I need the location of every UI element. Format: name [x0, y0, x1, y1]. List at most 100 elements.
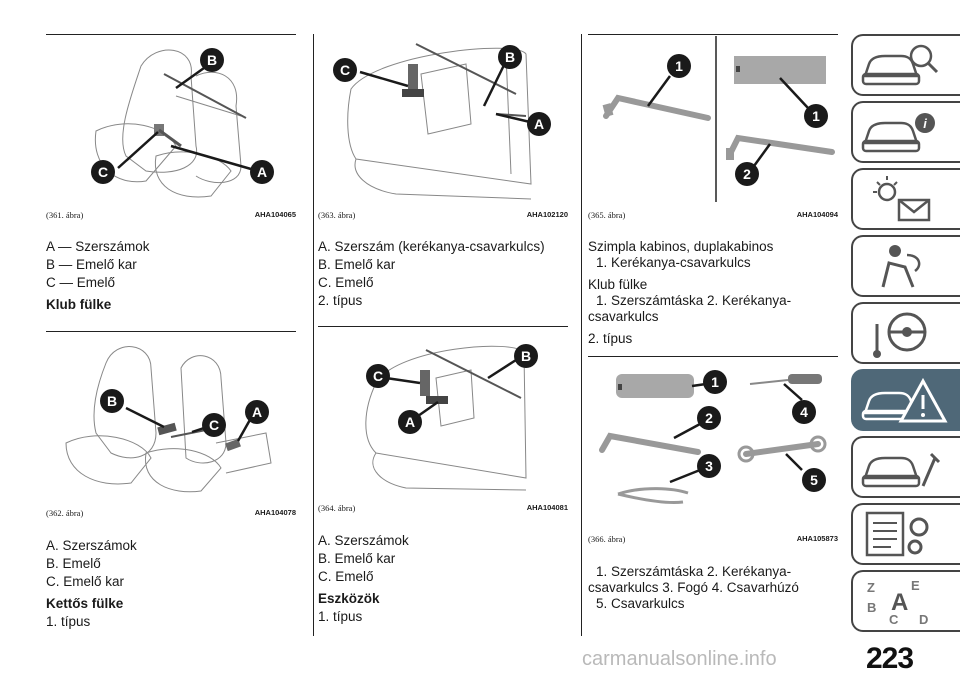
- svg-text:2: 2: [743, 166, 751, 182]
- callout-1: 1: [667, 54, 691, 78]
- chapter-tab-car-search[interactable]: [851, 34, 960, 96]
- callout-b: B: [514, 344, 538, 368]
- callout-c: C: [366, 364, 390, 388]
- chapter-tab-car-info[interactable]: i: [851, 101, 960, 163]
- chapter-tab-airbag-person[interactable]: [851, 235, 960, 297]
- figure-362: B C A: [65, 346, 272, 493]
- svg-text:A: A: [252, 404, 262, 420]
- figure-366: 1 2 3 4 5: [599, 370, 827, 504]
- callout-a: A: [398, 410, 422, 434]
- car-search-icon: [861, 44, 939, 86]
- callout-a: A: [250, 160, 274, 184]
- svg-text:1: 1: [675, 58, 683, 74]
- legend-line: csavarkulcs: [588, 309, 659, 324]
- callout-a: A: [527, 112, 551, 136]
- svg-text:2: 2: [705, 410, 713, 426]
- figure-364-caption: (364. ábra) AHA104081: [318, 503, 568, 513]
- car-service-icon: [861, 452, 941, 488]
- type-label: 2. típus: [588, 331, 633, 346]
- figure-362-top-rule: [46, 331, 296, 332]
- svg-text:1: 1: [812, 108, 820, 124]
- legend-line: A. Szerszámok: [318, 533, 409, 548]
- watermark-text: carmanualsonline.info: [582, 648, 777, 670]
- figure-366-legend: 1. Szerszámtáska 2. Kerékanya- csavarkul…: [588, 563, 838, 613]
- caption-label: (366. ábra): [588, 534, 626, 544]
- svg-text:B: B: [521, 348, 531, 364]
- section-heading: Kettős fülke: [46, 596, 124, 611]
- svg-text:B: B: [867, 600, 876, 615]
- figure-364-legend: A. Szerszámok B. Emelő kar C. Emelő Eszk…: [318, 532, 409, 626]
- chapter-tab-warning-lights[interactable]: [851, 168, 960, 230]
- svg-text:3: 3: [705, 458, 713, 474]
- column-separator: [313, 34, 314, 636]
- chapter-tab-car-service[interactable]: [851, 436, 960, 498]
- callout-5: 5: [802, 468, 826, 492]
- figure-365-legend: Szimpla kabinos, duplakabinos 1. Kerékan…: [588, 238, 838, 348]
- callout-1: 1: [703, 370, 727, 394]
- legend-line: 1. Kerékanya-csavarkulcs: [596, 255, 751, 270]
- figure-code: AHA105873: [796, 534, 838, 543]
- svg-text:C: C: [373, 368, 383, 384]
- figure-362-caption: (362. ábra) AHA104078: [46, 508, 296, 518]
- figure-361: B C A: [91, 48, 274, 198]
- airbag-person-icon: [881, 245, 921, 288]
- column-separator: [581, 34, 582, 636]
- callout-b: B: [200, 48, 224, 72]
- legend-line: C — Emelő: [46, 275, 116, 290]
- legend-line: 5. Csavarkulcs: [596, 596, 685, 611]
- legend-line: B — Emelő kar: [46, 257, 137, 272]
- callout-a: A: [245, 400, 269, 424]
- svg-text:4: 4: [800, 404, 808, 420]
- figure-364-top-rule: [318, 326, 568, 327]
- legend-line: A. Szerszám (kerékanya-csavarkulcs): [318, 239, 545, 254]
- breakdown-warning-icon: [861, 377, 948, 423]
- svg-text:D: D: [919, 612, 928, 627]
- callout-c: C: [202, 413, 226, 437]
- figure-365-caption: (365. ábra) AHA104094: [588, 210, 838, 220]
- figure-365: 1 1 2: [602, 36, 835, 202]
- svg-text:A: A: [891, 589, 908, 616]
- callout-4: 4: [792, 400, 816, 424]
- figure-code: AHA104065: [254, 210, 296, 219]
- warning-lights-icon: [873, 176, 931, 222]
- figure-361-legend: A — Szerszámok B — Emelő kar C — Emelő K…: [46, 238, 150, 314]
- figure-366-caption: (366. ábra) AHA105873: [588, 534, 838, 544]
- figure-366-top-rule: [588, 356, 838, 357]
- legend-line: B. Emelő kar: [318, 257, 396, 272]
- callout-b: B: [100, 389, 124, 413]
- legend-line: C. Emelő: [318, 275, 374, 290]
- svg-text:B: B: [505, 49, 515, 65]
- legend-line: C. Emelő kar: [46, 574, 125, 589]
- figure-363-caption: (363. ábra) AHA102120: [318, 210, 568, 220]
- chapter-tab-steering-key[interactable]: [851, 302, 960, 364]
- legend-line: B. Emelő: [46, 556, 101, 571]
- legend-line: 1. Szerszámtáska 2. Kerékanya-: [596, 293, 792, 308]
- chapter-tab-breakdown[interactable]: [851, 369, 960, 431]
- svg-text:B: B: [107, 393, 117, 409]
- svg-text:C: C: [98, 164, 108, 180]
- callout-1: 1: [804, 104, 828, 128]
- svg-text:5: 5: [810, 472, 818, 488]
- chapter-tab-checklist[interactable]: [851, 503, 960, 565]
- caption-label: (364. ábra): [318, 503, 356, 513]
- svg-text:C: C: [209, 417, 219, 433]
- svg-text:A: A: [257, 164, 267, 180]
- figure-code: AHA102120: [526, 210, 568, 219]
- svg-text:C: C: [340, 62, 350, 78]
- legend-title: Klub fülke: [588, 277, 648, 292]
- type-label: 1. típus: [46, 614, 91, 629]
- svg-text:B: B: [207, 52, 217, 68]
- legend-line: C. Emelő: [318, 569, 374, 584]
- legend-line: A. Szerszámok: [46, 538, 137, 553]
- figure-code: AHA104078: [254, 508, 296, 517]
- caption-label: (365. ábra): [588, 210, 626, 220]
- figure-363: C B A: [333, 43, 551, 200]
- section-heading: Eszközök: [318, 591, 380, 606]
- type-label: 2. típus: [318, 293, 363, 308]
- figure-365-top-rule: [588, 34, 838, 35]
- steering-key-icon: [873, 312, 927, 358]
- figure-361-caption: (361. ábra) AHA104065: [46, 210, 296, 220]
- callout-c: C: [333, 58, 357, 82]
- svg-text:E: E: [911, 578, 920, 593]
